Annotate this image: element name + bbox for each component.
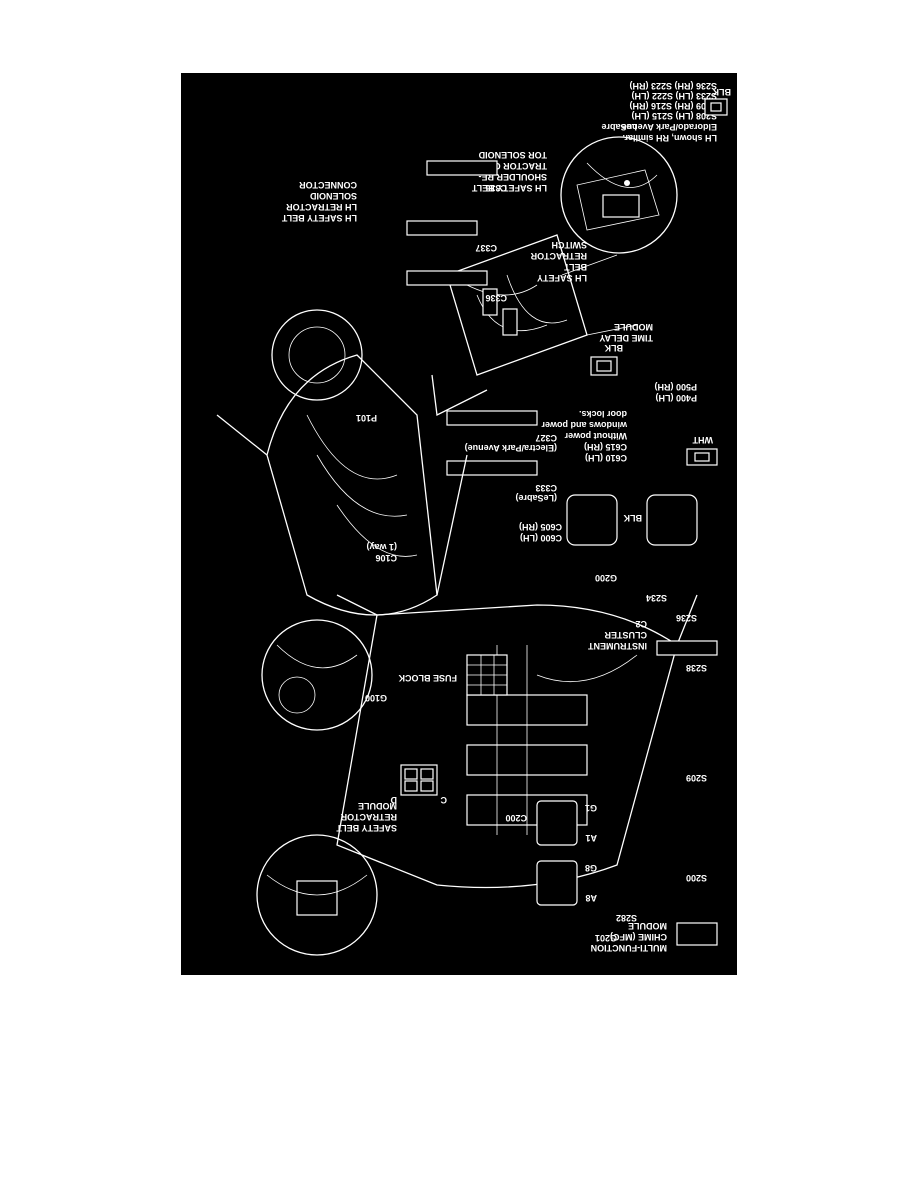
- lh-belt-solenoid-label: LH SAFETY BELT LH RETRACTOR SOLENOID CON…: [281, 180, 357, 223]
- svg-text:SOLENOID: SOLENOID: [309, 191, 357, 201]
- svg-text:(LeSabre): (LeSabre): [515, 493, 557, 503]
- svg-text:TIME DELAY: TIME DELAY: [599, 333, 653, 343]
- svg-text:windows and power: windows and power: [541, 420, 628, 430]
- svg-text:FUSE BLOCK: FUSE BLOCK: [398, 673, 457, 683]
- svg-text:BLK: BLK: [623, 513, 642, 523]
- svg-text:SHOULDER RE-: SHOULDER RE-: [478, 172, 547, 182]
- svg-text:MULTI-FUNCTION: MULTI-FUNCTION: [591, 943, 667, 953]
- svg-text:C2: C2: [635, 619, 647, 629]
- header-line2: Eldorado/Park Avenue: [622, 122, 717, 132]
- svg-text:LH SAFETY: LH SAFETY: [537, 273, 587, 283]
- header-row-4: S236 (RH) S223 (RH): [629, 81, 717, 91]
- wiring-diagram: LH shown, RH similar. Eldorado/Park Aven…: [216, 81, 731, 956]
- header-note: LH shown, RH similar. Eldorado/Park Aven…: [601, 81, 717, 143]
- c106-label: C106: [375, 553, 397, 563]
- svg-text:LH RETRACTOR: LH RETRACTOR: [286, 202, 357, 212]
- svg-text:BELT: BELT: [564, 262, 587, 272]
- svg-text:CHIME (MFC): CHIME (MFC): [610, 932, 667, 942]
- svg-text:LH SAFETY BELT: LH SAFETY BELT: [281, 213, 357, 223]
- dash-splices: S234 S236 S238 S209 S200 S282 G201 G200: [595, 573, 707, 943]
- svg-text:TRACTOR CONNEC-: TRACTOR CONNEC-: [459, 161, 547, 171]
- svg-text:door locks.: door locks.: [579, 409, 627, 419]
- header-row-1: S208 (LH) S215 (LH): [631, 111, 717, 121]
- svg-text:D: D: [390, 795, 397, 805]
- svg-text:G100: G100: [365, 693, 387, 703]
- wht-connector: WHT: [686, 435, 718, 466]
- svg-text:C200: C200: [505, 813, 527, 823]
- multi-function-chime: MULTI-FUNCTION CHIME (MFC) MODULE: [591, 921, 718, 953]
- svg-text:S282: S282: [616, 913, 637, 923]
- svg-text:P400 (LH): P400 (LH): [655, 393, 697, 403]
- svg-text:S236: S236: [676, 613, 697, 623]
- retractor-switch-label: LH SAFETY BELT RETRACTOR SWITCH: [530, 240, 587, 283]
- svg-text:CLUSTER: CLUSTER: [604, 630, 647, 640]
- svg-text:MODULE: MODULE: [358, 801, 397, 811]
- svg-text:CONNECTOR: CONNECTOR: [299, 180, 357, 190]
- connector-c337: C337: [406, 220, 497, 253]
- svg-text:G200: G200: [595, 573, 617, 583]
- svg-text:G8: G8: [585, 863, 597, 873]
- svg-text:RETRACTOR: RETRACTOR: [340, 812, 397, 822]
- c610-label: C610 (LH) C615 (RH) Without power window…: [541, 409, 628, 463]
- p400-p500-label: P400 (LH) P500 (RH): [654, 382, 697, 403]
- svg-text:A8: A8: [585, 893, 597, 903]
- retractor-solenoid-label: LH SAFETY BELT SHOULDER RE- TRACTOR CONN…: [459, 150, 547, 193]
- svg-text:S209: S209: [686, 773, 707, 783]
- svg-text:(Electra/Park Avenue): (Electra/Park Avenue): [465, 443, 557, 453]
- fuse-block: FUSE BLOCK: [398, 654, 508, 696]
- header-line1: LH shown, RH similar.: [622, 133, 717, 143]
- connector-c327: C327 (Electra/Park Avenue): [446, 410, 557, 453]
- svg-text:MODULE: MODULE: [614, 322, 653, 332]
- svg-text:C337: C337: [475, 243, 497, 253]
- svg-text:C615 (RH): C615 (RH): [584, 442, 627, 452]
- wiring-diagram-panel: LH shown, RH similar. Eldorado/Park Aven…: [181, 73, 737, 975]
- svg-text:RETRACTOR: RETRACTOR: [530, 251, 587, 261]
- svg-text:WHT: WHT: [692, 435, 713, 445]
- svg-text:(1 way): (1 way): [366, 542, 397, 552]
- connector-c336: C336: [406, 270, 507, 303]
- svg-text:Without power: Without power: [564, 431, 627, 441]
- svg-text:S234: S234: [646, 593, 667, 603]
- retractor-module-circle: SAFETY BELT RETRACTOR MODULE: [256, 801, 397, 956]
- svg-text:G201: G201: [595, 933, 617, 943]
- svg-text:BLK: BLK: [712, 87, 731, 97]
- connector-c200: C200 A1 G1 A8 G8: [505, 800, 597, 906]
- retractor-module-connector: C D: [390, 764, 447, 805]
- g100-detail-circle: G100: [261, 619, 387, 731]
- svg-text:C333: C333: [535, 483, 557, 493]
- solenoid-connector: BLK: [704, 87, 731, 116]
- p101-label: P101: [356, 413, 377, 423]
- door-harness: [431, 234, 638, 416]
- svg-text:P500 (RH): P500 (RH): [654, 382, 697, 392]
- svg-text:INSTRUMENT: INSTRUMENT: [588, 641, 647, 651]
- svg-text:S238: S238: [686, 663, 707, 673]
- svg-text:LH SAFETY BELT: LH SAFETY BELT: [471, 183, 547, 193]
- time-delay-module: TIME DELAY MODULE BLK: [590, 322, 653, 376]
- connector-c333: C333 (LeSabre): [446, 460, 557, 503]
- svg-text:SAFETY BELT: SAFETY BELT: [336, 823, 397, 833]
- svg-text:A1: A1: [585, 833, 597, 843]
- svg-text:SWITCH: SWITCH: [552, 240, 588, 250]
- svg-text:C335: C335: [485, 183, 507, 193]
- header-line3: LeSabre: [601, 122, 637, 132]
- solenoid-detail-circle: [560, 136, 678, 254]
- svg-text:C: C: [440, 795, 447, 805]
- svg-text:C600 (LH): C600 (LH): [520, 533, 562, 543]
- svg-text:C336: C336: [485, 293, 507, 303]
- svg-text:MODULE: MODULE: [628, 921, 667, 931]
- dashboard: [336, 594, 698, 889]
- svg-text:C605 (RH): C605 (RH): [519, 522, 562, 532]
- header-row-2: S209 (RH) S216 (RH): [629, 101, 717, 111]
- connector-c335: C335: [426, 160, 507, 193]
- svg-text:BLK: BLK: [604, 343, 623, 353]
- svg-text:C610 (LH): C610 (LH): [585, 453, 627, 463]
- header-row-3: S233 (LH) S222 (LH): [631, 91, 717, 101]
- connector-c600: C600 (LH) C605 (RH) BLK: [519, 494, 698, 546]
- instrument-cluster-connector: INSTRUMENT CLUSTER C2: [588, 619, 718, 656]
- svg-text:G1: G1: [585, 803, 597, 813]
- svg-text:S200: S200: [686, 873, 707, 883]
- svg-text:C327: C327: [535, 433, 557, 443]
- engine-compartment: P101 C106 (1 way): [216, 309, 468, 616]
- svg-text:TOR SOLENOID: TOR SOLENOID: [478, 150, 547, 160]
